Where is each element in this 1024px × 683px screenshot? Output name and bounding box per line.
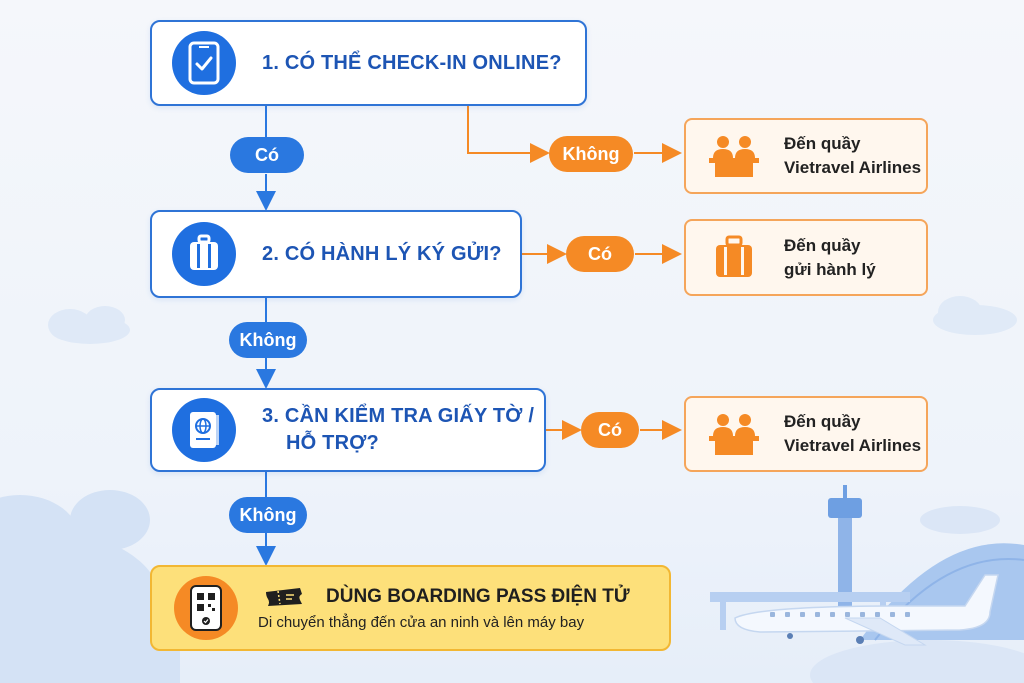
step-2-box: 2. CÓ HÀNH LÝ KÝ GỬI? [150, 210, 522, 298]
orange-connectors [467, 106, 682, 440]
step-3-no-pill: Không [229, 497, 307, 533]
smartphone-check-icon [172, 31, 236, 95]
result-3-line1: Đến quầy [784, 412, 861, 431]
passport-icon [172, 398, 236, 462]
step-3-yes-pill: Có [581, 412, 639, 448]
cloud-bottom-left-icon [0, 490, 180, 683]
step-3-label-line2: HỖ TRỢ? [286, 432, 379, 454]
result-2-line1: Đến quầy [784, 235, 861, 255]
step-2-no-pill: Không [229, 322, 307, 358]
qr-phone-icon [174, 576, 238, 640]
result-2-text: Đến quầy gửi hành lý [784, 234, 876, 282]
result-3-text: Đến quầy Vietravel Airlines [784, 410, 921, 458]
step-1-yes-pill: Có [230, 137, 304, 173]
step-2-label: 2. CÓ HÀNH LÝ KÝ GỬI? [262, 242, 502, 265]
step-3-box: 3. CẦN KIỂM TRA GIẤY TỜ / HỖ TRỢ? [150, 388, 546, 472]
counter-staff-icon [704, 409, 764, 459]
step-2-yes-pill: Có [566, 236, 634, 272]
final-box: DÙNG BOARDING PASS ĐIỆN TỬ Di chuyển thẳ… [150, 565, 671, 651]
step-3-label: 3. CẦN KIỂM TRA GIẤY TỜ / HỖ TRỢ? [262, 403, 534, 457]
result-3-line2: Vietravel Airlines [784, 436, 922, 455]
cloud-left-icon [48, 306, 130, 344]
cloud-right-icon [933, 296, 1017, 335]
final-title: DÙNG BOARDING PASS ĐIỆN TỬ [326, 585, 630, 607]
airplane-icon [734, 574, 999, 646]
suitcase-icon [172, 222, 236, 286]
result-2-box: Đến quầy gửi hành lý [684, 219, 928, 296]
counter-staff-icon [704, 131, 764, 181]
step-1-label: 1. CÓ THỂ CHECK-IN ONLINE? [262, 51, 562, 74]
step-1-box: 1. CÓ THỂ CHECK-IN ONLINE? [150, 20, 587, 106]
result-1-line2: Vietravel Airlines [784, 158, 922, 177]
result-3-box: Đến quầy Vietravel Airlines [684, 396, 928, 472]
result-2-line2: gửi hành lý [784, 259, 876, 279]
step-3-label-line1: 3. CẦN KIỂM TRA GIẤY TỜ / [262, 405, 535, 427]
step-1-no-pill: Không [549, 136, 633, 172]
ticket-icon [264, 586, 308, 608]
cloud-bottom-right-icon [810, 506, 1024, 683]
result-1-line1: Đến quầy [784, 134, 861, 153]
luggage-icon [704, 233, 764, 283]
result-1-box: Đến quầy Vietravel Airlines [684, 118, 928, 194]
result-1-text: Đến quầy Vietravel Airlines [784, 132, 921, 180]
final-subtitle: Di chuyển thẳng đến cửa an ninh và lên m… [258, 613, 585, 631]
